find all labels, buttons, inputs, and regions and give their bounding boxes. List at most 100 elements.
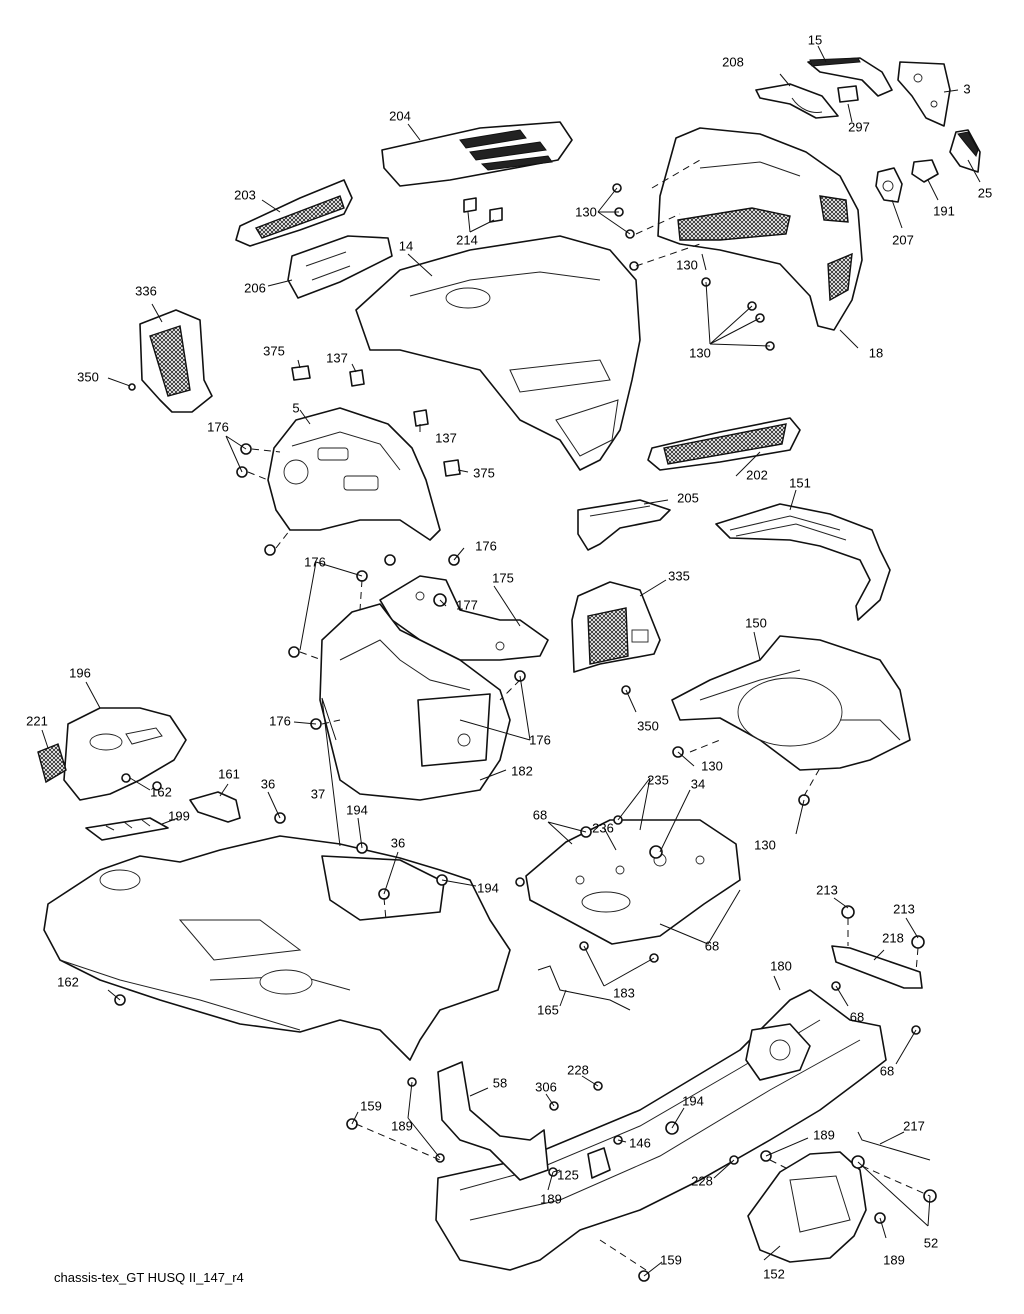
bracket-161 <box>189 791 241 823</box>
plate-34 <box>525 819 741 945</box>
frame-180 <box>435 989 887 1271</box>
callout-68-c: 68 <box>849 1009 865 1025</box>
callout-177: 177 <box>456 597 478 613</box>
callout-350-a: 350 <box>77 369 99 385</box>
bracket-175 <box>379 575 549 661</box>
clip-375-b <box>443 459 461 477</box>
callout-196: 196 <box>69 665 91 681</box>
decal-221 <box>37 743 67 784</box>
bumper-18 <box>657 127 863 331</box>
callout-162-a: 162 <box>150 784 172 800</box>
callout-194-c: 194 <box>682 1093 704 1109</box>
bracket-151 <box>715 503 891 621</box>
callout-150: 150 <box>745 615 767 631</box>
deflector-150 <box>671 635 911 771</box>
vent-204 <box>381 121 573 187</box>
callout-165: 165 <box>537 1002 559 1018</box>
bracket-58 <box>437 1061 549 1181</box>
callout-130-a: 130 <box>575 204 597 220</box>
callout-194-b: 194 <box>477 880 499 896</box>
callout-52: 52 <box>923 1235 939 1251</box>
callout-214: 214 <box>456 232 478 248</box>
callout-152: 152 <box>763 1266 785 1282</box>
callout-68-a: 68 <box>532 807 548 823</box>
callout-36-b: 36 <box>390 835 406 851</box>
callout-335: 335 <box>668 568 690 584</box>
callout-162-b: 162 <box>57 974 79 990</box>
callout-235: 235 <box>647 772 669 788</box>
clip-297 <box>837 85 859 103</box>
lens-25 <box>949 129 981 173</box>
rod-165 <box>537 965 631 1011</box>
callout-34: 34 <box>690 776 706 792</box>
callout-3: 3 <box>963 81 971 97</box>
callout-176-d: 176 <box>269 713 291 729</box>
clip-375-a <box>291 365 311 381</box>
callout-159-b: 159 <box>660 1252 682 1268</box>
callout-5: 5 <box>292 400 300 416</box>
dash-5 <box>267 407 441 541</box>
bracket-125 <box>587 1147 611 1179</box>
callout-189-d: 189 <box>883 1252 905 1268</box>
assembly-lines <box>247 159 931 1271</box>
callout-199: 199 <box>168 808 190 824</box>
callout-58: 58 <box>492 1075 508 1091</box>
callout-202: 202 <box>746 467 768 483</box>
side-panel-336 <box>139 309 213 413</box>
callout-350-b: 350 <box>637 718 659 734</box>
callout-146: 146 <box>629 1135 651 1151</box>
callout-68-b: 68 <box>704 938 720 954</box>
grille-202 <box>647 417 801 471</box>
callout-137-a: 137 <box>326 350 348 366</box>
callout-236: 236 <box>592 820 614 836</box>
trim-205 <box>577 499 671 551</box>
callout-228-a: 228 <box>567 1062 589 1078</box>
callout-130-c: 130 <box>689 345 711 361</box>
callout-306: 306 <box>535 1079 557 1095</box>
callout-297: 297 <box>848 119 870 135</box>
callout-176-b: 176 <box>475 538 497 554</box>
bulb-191 <box>911 159 939 183</box>
rod-217 <box>857 1131 931 1161</box>
callout-36-a: 36 <box>260 776 276 792</box>
callout-18: 18 <box>868 345 884 361</box>
clip-137-a <box>349 369 365 387</box>
callout-125: 125 <box>557 1167 579 1183</box>
callout-205: 205 <box>677 490 699 506</box>
callout-182: 182 <box>511 763 533 779</box>
callout-218: 218 <box>882 930 904 946</box>
callout-176-e: 176 <box>529 732 551 748</box>
diagram-caption: chassis-tex_GT HUSQ II_147_r4 <box>54 1270 244 1285</box>
bracket-218 <box>831 945 923 989</box>
callout-37: 37 <box>310 786 326 802</box>
panel-335 <box>571 581 661 673</box>
callout-176-c: 176 <box>304 554 326 570</box>
callout-189-b: 189 <box>813 1127 835 1143</box>
callout-137-b: 137 <box>435 430 457 446</box>
lower-dash-182 <box>319 603 511 801</box>
callout-159-a: 159 <box>360 1098 382 1114</box>
bracket-3 <box>897 61 951 127</box>
callout-213-b: 213 <box>893 901 915 917</box>
callout-191: 191 <box>933 203 955 219</box>
seat-pan-152 <box>747 1151 867 1263</box>
callout-206: 206 <box>244 280 266 296</box>
callout-189-c: 189 <box>540 1191 562 1207</box>
socket-207 <box>875 167 903 203</box>
callout-130-e: 130 <box>754 837 776 853</box>
hood-14 <box>355 235 641 471</box>
plate-199 <box>85 817 169 841</box>
callout-14: 14 <box>398 238 414 254</box>
trim-208 <box>755 83 839 119</box>
callout-228-b: 228 <box>691 1173 713 1189</box>
console-206 <box>287 235 393 299</box>
leader-lines <box>41 45 981 1277</box>
callout-15: 15 <box>807 32 823 48</box>
callout-208: 208 <box>722 54 744 70</box>
grille-203 <box>235 179 353 247</box>
callout-183: 183 <box>613 985 635 1001</box>
callout-130-b: 130 <box>676 257 698 273</box>
callout-217: 217 <box>903 1118 925 1134</box>
callout-175: 175 <box>492 570 514 586</box>
